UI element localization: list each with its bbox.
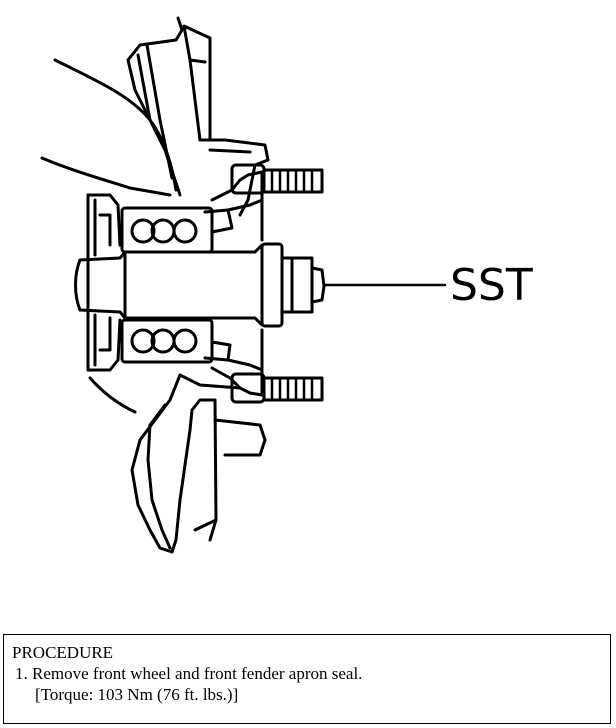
- upper-bearing: [120, 206, 234, 254]
- torque-note: [Torque: 103 Nm (76 ft. lbs.)]: [35, 685, 239, 704]
- hub-assembly-illustration: SST: [40, 16, 533, 554]
- wheel-stud-upper: [230, 163, 324, 195]
- sst-tool: [74, 242, 326, 328]
- callout-label: SST: [450, 260, 533, 311]
- bearing-housing: [86, 193, 122, 372]
- procedure-box: PROCEDURE 1. Remove front wheel and fron…: [3, 634, 611, 724]
- procedure-step-1: 1. Remove front wheel and front fender a…: [15, 664, 363, 683]
- knuckle-lower: [88, 373, 267, 554]
- knuckle-upper: [40, 16, 270, 217]
- wheel-stud-lower: [230, 372, 324, 404]
- procedure-heading: PROCEDURE: [12, 643, 114, 662]
- lower-bearing: [120, 318, 232, 364]
- hub-flange: [210, 170, 264, 397]
